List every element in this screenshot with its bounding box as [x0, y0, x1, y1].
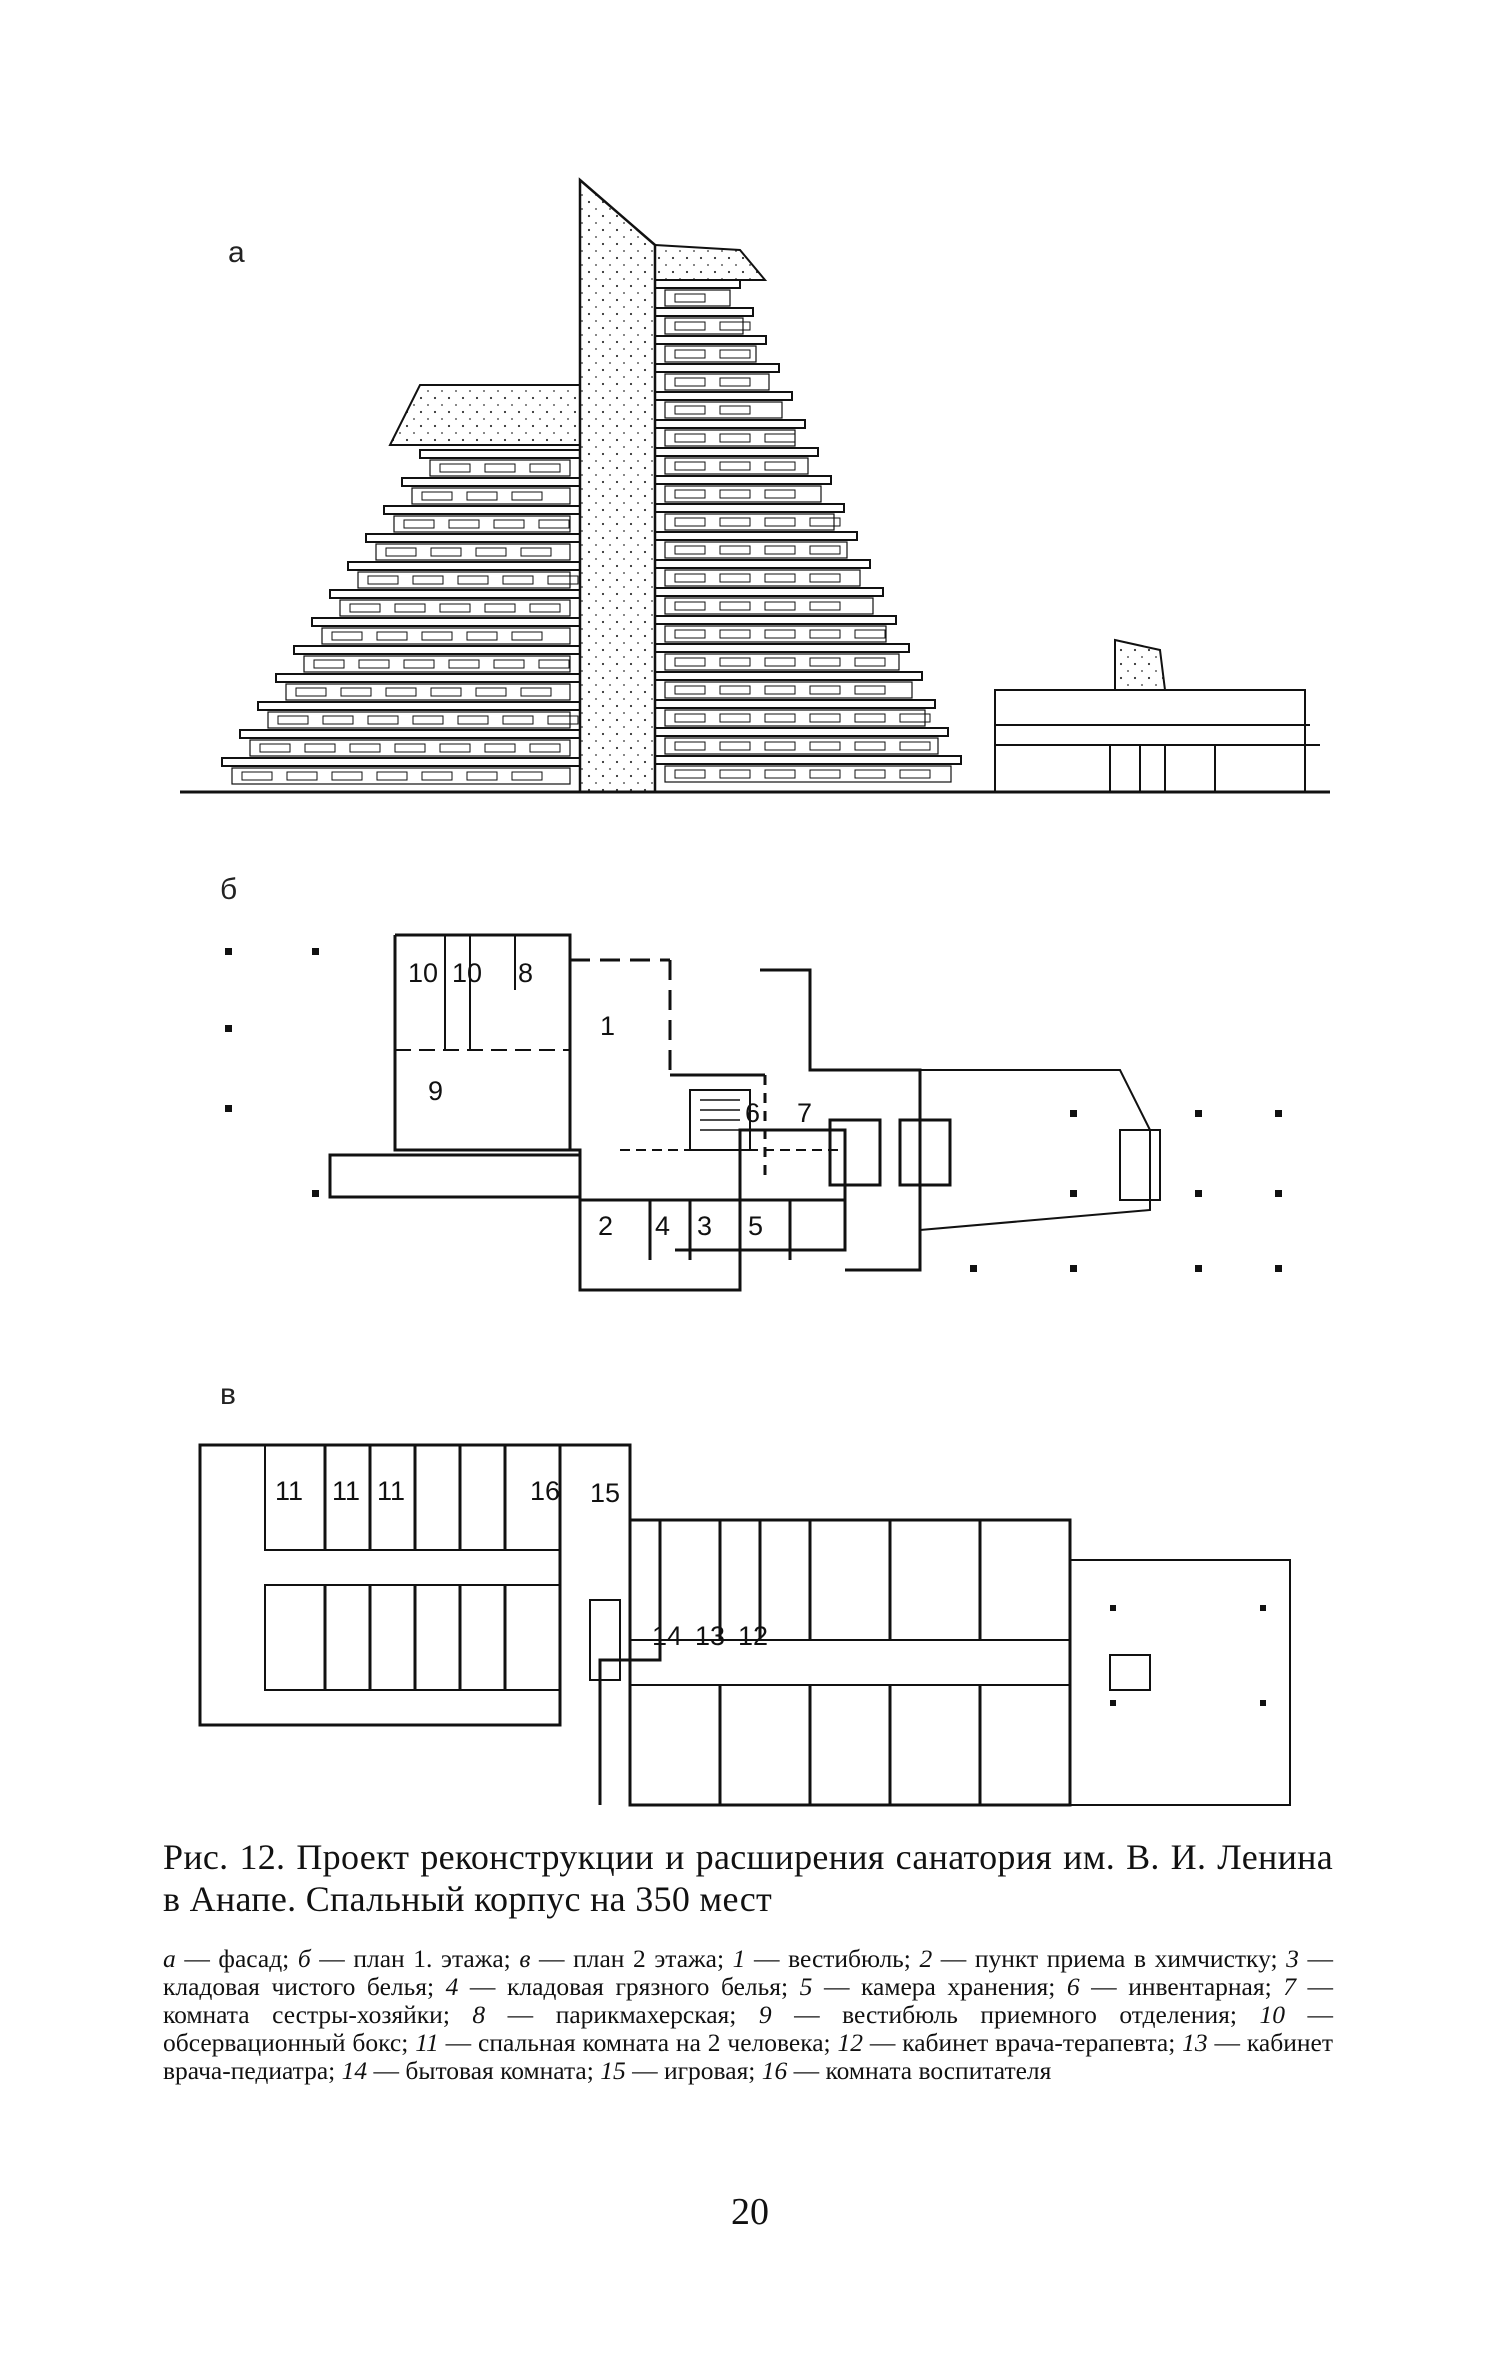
plan2-label-16: 16: [530, 1476, 560, 1506]
page-number: 20: [731, 2191, 769, 2233]
plan1-label-10b: 10: [452, 958, 482, 988]
plan1-label-4: 4: [655, 1211, 670, 1241]
legend-key: 2: [919, 1944, 933, 1973]
plan2-label-12: 12: [738, 1621, 768, 1651]
plan2-label-11a: 11: [275, 1476, 303, 1506]
legend-key: 5: [799, 1972, 813, 2001]
plan1-label-8: 8: [518, 958, 533, 988]
figure-letter-a: а: [228, 236, 245, 269]
legend-key: 4: [445, 1972, 459, 2001]
legend-item: 7 — комната сестры-хозяйки;: [163, 1972, 1334, 2029]
legend-key: 7: [1283, 1972, 1296, 2001]
plan2-label-14: 14: [652, 1621, 682, 1651]
legend-key: 15: [600, 2056, 626, 2085]
legend-key: 8: [472, 2000, 486, 2029]
plan-first-floor: 10 10 8 1 9 6 7 2 4 3 5: [200, 910, 1330, 1310]
legend-key: б: [297, 1944, 311, 1973]
legend-item: а — фасад;: [163, 1944, 298, 1973]
legend-key: 9: [758, 2000, 772, 2029]
legend-key: 3: [1286, 1944, 1299, 1973]
legend-key: в: [519, 1944, 531, 1973]
legend-item: 16 — комната воспитателя: [761, 2056, 1052, 2085]
legend-item: 12 — кабинет врача-терапевта;: [837, 2028, 1183, 2057]
plan1-label-10a: 10: [408, 958, 438, 988]
facade-drawing: [180, 170, 1340, 810]
legend-key: 16: [761, 2056, 788, 2085]
legend-key: 1: [732, 1944, 746, 1973]
figure-caption-title: Рис. 12. Проект реконструкции и расширен…: [163, 1837, 1333, 1919]
legend-item: 11 — спальная комната на 2 человека;: [415, 2028, 838, 2057]
legend-item: 10 — обсервационный бокс;: [163, 2000, 1334, 2057]
legend-key: 11: [415, 2028, 439, 2057]
plan1-label-1: 1: [600, 1011, 615, 1041]
legend-item: 5 — камера хранения;: [799, 1972, 1067, 2001]
plan1-label-6: 6: [745, 1098, 760, 1128]
legend-item: 14 — бытовая комната;: [341, 2056, 601, 2085]
legend-key: 10: [1259, 2000, 1286, 2029]
legend-key: 13: [1182, 2028, 1208, 2057]
plan1-label-3: 3: [697, 1211, 712, 1241]
plan1-label-2: 2: [598, 1211, 613, 1241]
plan2-label-15: 15: [590, 1478, 620, 1508]
legend-item: 9 — вестибюль приемного отделения;: [758, 2000, 1260, 2029]
legend-item: 13 — кабинет врача-педиатра;: [163, 2028, 1333, 2085]
legend-item: в — план 2 этажа;: [519, 1944, 733, 1973]
legend-item: 2 — пункт приема в химчистку;: [919, 1944, 1287, 1973]
plan2-label-11b: 11: [332, 1476, 360, 1506]
plan-second-floor: 11 11 11 16 15 14 13 12: [190, 1430, 1320, 1820]
figure-caption-legend: а — фасад; б — план 1. этажа; в — план 2…: [163, 1945, 1333, 2085]
legend-key: а: [163, 1944, 176, 1973]
figure-letter-v: в: [220, 1378, 236, 1411]
legend-item: 8 — парикмахерская;: [472, 2000, 759, 2029]
legend-key: 6: [1066, 1972, 1080, 2001]
legend-item: б — план 1. этажа;: [297, 1944, 520, 1973]
legend-item: 15 — игровая;: [600, 2056, 762, 2085]
legend-item: 6 — инвентарная;: [1066, 1972, 1284, 2001]
legend-key: 14: [341, 2056, 368, 2085]
legend-item: 1 — вестибюль;: [732, 1944, 920, 1973]
plan1-label-5: 5: [748, 1211, 763, 1241]
legend-key: 12: [837, 2028, 863, 2057]
legend-item: 3 — кладовая чистого белья;: [163, 1944, 1333, 2001]
figure-letter-b: б: [220, 873, 238, 906]
plan1-label-7: 7: [797, 1098, 812, 1128]
legend-item: 4 — кладовая грязного белья;: [445, 1972, 800, 2001]
plan1-label-9: 9: [428, 1076, 443, 1106]
plan2-label-13: 13: [695, 1621, 725, 1651]
plan2-label-11c: 11: [377, 1476, 405, 1506]
